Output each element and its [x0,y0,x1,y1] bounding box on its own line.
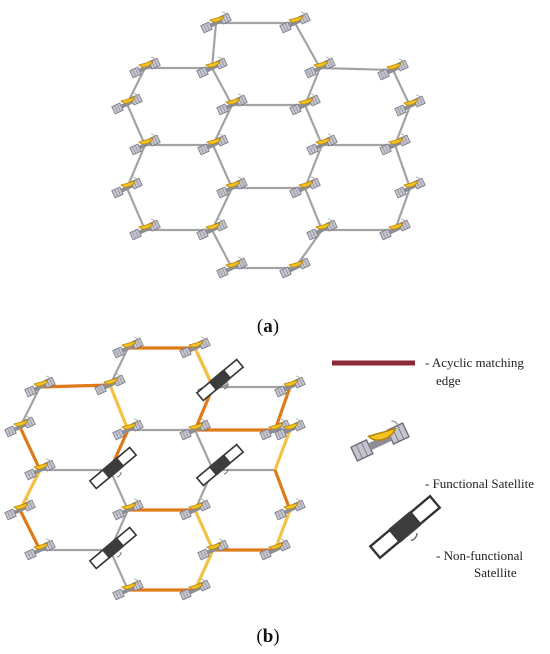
legend-matching-edge-label-line2: edge [436,373,461,388]
panel-a-edges [125,21,412,270]
panel-a-caption: (a) [257,316,279,337]
panel-b-matching-edges-light [18,347,292,591]
panel-b-network [4,336,306,601]
panel-a-network [111,11,426,279]
panel-b-grid-edges [19,347,292,591]
legend-functional-label: - Functional Satellite [425,476,534,491]
non-functional-satellite-icon [368,493,442,561]
panel-b-functional-satellites [4,336,306,601]
legend-matching-edge-label-line1: - Acyclic matching [425,355,524,370]
functional-satellite-icon [350,420,410,462]
legend-nonfunctional-label-line1: - Non-functional [436,548,523,563]
legend: - Acyclic matching edge - Functional Sat… [332,355,534,580]
legend-nonfunctional-label-line2: Satellite [474,565,517,580]
panel-b-caption: (b) [256,626,279,647]
